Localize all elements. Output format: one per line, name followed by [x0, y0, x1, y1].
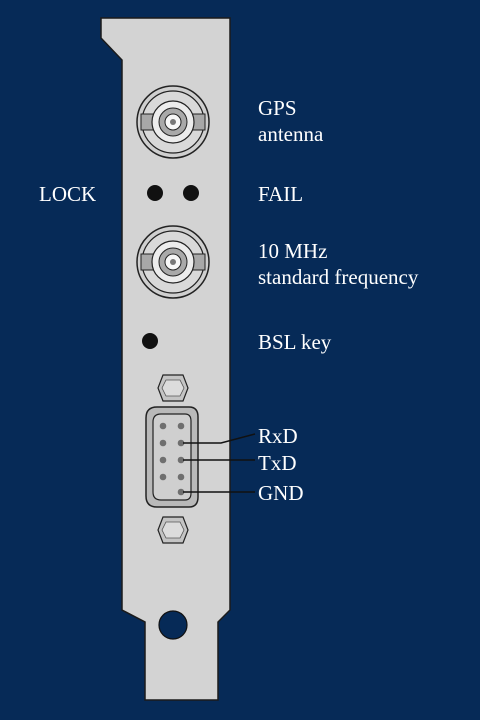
serial-pin: [177, 422, 185, 430]
serial-pin: [159, 422, 167, 430]
lock-led: [147, 185, 163, 201]
frequency-output-connector: [136, 225, 210, 299]
serial-pin: [177, 473, 185, 481]
fail-led: [183, 185, 199, 201]
bottom-hex-standoff: [157, 516, 189, 544]
top-hex-standoff: [157, 374, 189, 402]
serial-pin: [177, 488, 185, 496]
rxd-leader-line: [183, 433, 256, 444]
mounting-hole: [158, 610, 188, 640]
serial-pin: [177, 456, 185, 464]
gps-antenna-connector: [136, 85, 210, 159]
serial-pin: [159, 473, 167, 481]
bsl-key-hole: [142, 333, 158, 349]
rxd-label: RxD: [258, 424, 298, 448]
bracket-plate: [100, 17, 231, 701]
lock-label: LOCK: [39, 182, 97, 206]
bsl-key-label: BSL key: [258, 330, 332, 354]
txd-label: TxD: [258, 451, 297, 475]
serial-pin: [159, 456, 167, 464]
serial-pin: [177, 439, 185, 447]
frequency-label-line1: 10 MHz: [258, 239, 328, 263]
serial-pin: [159, 439, 167, 447]
frequency-label-line2: standard frequency: [258, 265, 419, 289]
gps-antenna-label-line2: antenna: [258, 122, 324, 146]
gnd-label: GND: [258, 481, 304, 505]
gps-antenna-label-line1: GPS: [258, 96, 297, 120]
fail-label: FAIL: [258, 182, 304, 206]
